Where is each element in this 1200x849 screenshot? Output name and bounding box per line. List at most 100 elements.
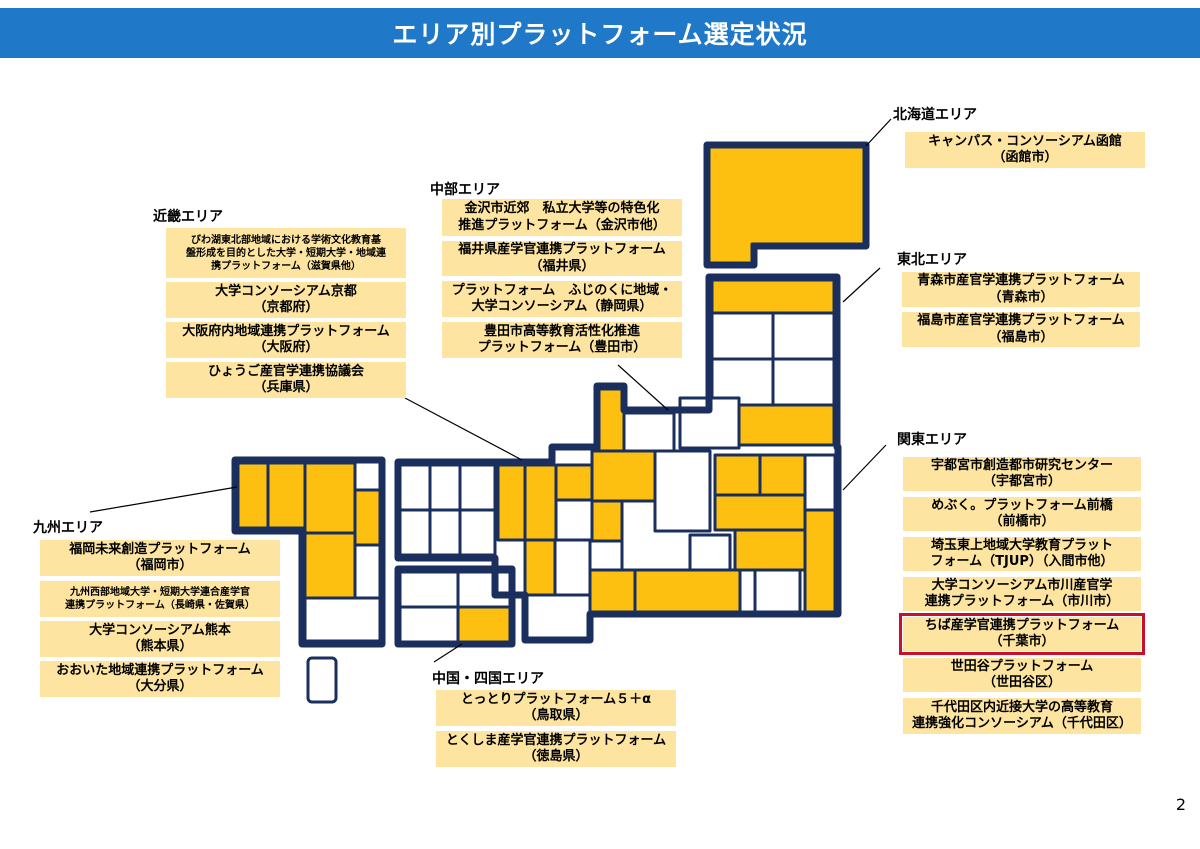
leader-kinki [404,397,523,461]
aichi-prefecture [588,568,637,616]
platform-area: 連携プラットフォーム（長崎県・佐賀県） [65,600,255,611]
platform-area: プラットフォーム（豊田市） [477,340,647,355]
platform-box: 大学コンソーシアム市川産官学 連携プラットフォーム（市川市） [903,577,1141,611]
yamaguchi-prefecture [428,508,462,557]
platform-box: 千代田区内近接大学の高等教育 連携強化コンソーシアム（千代田区） [903,698,1141,734]
platform-name: めぶく。プラットフォーム前橋 [931,497,1113,513]
platform-name: ちば産学官連携プラットフォーム [924,617,1120,633]
platform-area: （福島市） [988,329,1054,345]
leader-kyushu [89,486,238,513]
platform-area: （千葉市） [989,634,1055,649]
platform-name: 大学コンソーシアム熊本 [89,622,231,638]
kyoto-prefecture [523,463,558,542]
platform-name: 宇都宮市創造都市研究センター [930,457,1113,473]
gunma-prefecture [713,453,762,497]
fukushima-prefecture [737,403,836,447]
platform-box: とくしま産学官連携プラットフォーム （徳島県） [436,731,676,767]
platform-area: （徳島県） [523,749,589,764]
page-number: 2 [1175,795,1186,814]
ibaraki-prefecture [803,453,837,512]
hyogo-prefecture [496,463,527,542]
platform-area: （福井県） [529,258,595,274]
platform-area: （宇都宮市） [982,474,1061,489]
platform-box: びわ湖東北部地域における学術文化教育基 盤形成を目的とした大学・短期大学・地域連… [166,228,406,278]
shiga-prefecture [590,499,624,543]
platform-area: （世田谷区） [982,675,1061,690]
platform-box: 青森市産官学連携プラットフォーム （青森市） [902,272,1140,307]
platform-area: （大分県） [127,679,193,694]
miyazaki-prefecture [353,543,382,602]
okinawa-prefecture [306,656,338,704]
hokkaido-outline [703,141,870,269]
platform-box: キャンパス・コンソーシアム函館 （函館市） [905,132,1145,168]
platform-name: びわ湖東北部地域における学術文化教育基 [191,234,381,246]
tottori-prefecture [428,463,462,512]
platform-box: 福岡未来創造プラットフォーム （福岡市） [40,540,280,576]
platform-box: 宇都宮市創造都市研究センター （宇都宮市） [903,457,1141,491]
platform-name: とくしま産学官連携プラットフォーム [445,732,667,748]
platform-box: 金沢市近郊 私立大学等の特色化 推進プラットフォーム（金沢市他） [442,199,682,236]
nagasaki-prefecture [236,461,270,530]
platform-name: とっとりプラットフォーム５＋α [460,691,652,707]
platform-box: とっとりプラットフォーム５＋α （鳥取県） [436,690,676,726]
chiba-prefecture [803,508,837,616]
kanagawa-prefecture [753,568,802,616]
region-label-kinki: 近畿エリア [153,209,223,225]
miyagi-prefecture [771,357,836,407]
platform-box: 埼玉東上地域大学教育プラット フォーム（TJUP）（入間市他） [903,537,1141,571]
platform-name: 豊田市高等教育活性化推進 [483,323,640,339]
platform-name: 大学コンソーシアム京都 [215,283,357,299]
region-label-kyushu: 九州エリア [33,520,103,536]
shizuoka-prefecture [633,568,742,616]
platform-area: 連携強化コンソーシアム（千代田区） [912,716,1132,731]
platform-name: ひょうご産官学連携協議会 [207,363,364,379]
platform-area: （兵庫県） [253,380,319,395]
kagoshima-prefecture [303,596,382,643]
platform-name: キャンパス・コンソーシアム函館 [928,133,1122,149]
region-label-chugoku-shikoku: 中国・四国エリア [432,671,544,687]
region-label-hokkaido: 北海道エリア [893,107,977,123]
platform-area: 携プラットフォーム（滋賀県他） [211,260,361,272]
platform-name: 青森市産官学連携プラットフォーム [917,273,1125,289]
region-label-kanto: 関東エリア [897,432,967,448]
platform-area: （前橋市） [989,514,1055,529]
platform-name: 九州西部地域大学・短期大学連合産学官 [70,587,250,598]
page-title: エリア別プラットフォーム選定状況 [0,8,1200,58]
iwate-prefecture [771,311,836,361]
platform-box: 豊田市高等教育活性化推進 プラットフォーム（豊田市） [442,322,682,358]
hiroshima-prefecture [398,508,432,557]
platform-box: 九州西部地域大学・短期大学連合産学官 連携プラットフォーム（長崎県・佐賀県） [40,581,280,617]
platform-area: （大阪府） [253,340,319,355]
platform-area: （熊本県） [127,639,193,654]
platform-name: 福岡未来創造プラットフォーム [69,541,251,557]
platform-name: 盤形成を目的とした大学・短期大学・地域連 [186,247,386,259]
platform-box: 福島市産官学連携プラットフォーム （福島市） [902,312,1140,347]
platform-name: おおいた地域連携プラットフォーム [56,662,264,678]
platform-box: ひょうご産官学連携協議会 （兵庫県） [166,362,406,398]
mie-prefecture [588,539,624,572]
nara-prefecture [553,538,592,597]
platform-name: 福井県産学官連携プラットフォーム [458,242,666,258]
platform-box: 大阪府内地域連携プラットフォーム （大阪府） [166,322,406,358]
platform-box: めぶく。プラットフォーム前橋 （前橋市） [903,497,1141,531]
tokyo-prefecture [733,528,807,572]
platform-name: 世田谷プラットフォーム [950,658,1094,674]
kagawa-prefecture [398,570,460,609]
tokushima-prefecture [456,605,512,644]
akita-prefecture [710,311,775,361]
platform-box: プラットフォーム ふじのくに地域・ 大学コンソーシアム（静岡県） [442,281,682,317]
leader-tohoku [842,267,881,303]
saitama-prefecture [713,493,807,532]
gifu-prefecture [590,449,657,503]
platform-area: （函館市） [992,150,1058,165]
platform-name: 福島市産官学連携プラットフォーム [917,313,1125,329]
platform-box: 世田谷プラットフォーム （世田谷区） [903,658,1141,692]
leader-hokkaido [865,118,892,147]
platform-area: （鳥取県） [523,708,589,723]
platform-box: 大学コンソーシアム京都 （京都府） [166,282,406,318]
platform-name: 大学コンソーシアム市川産官学 [931,577,1113,593]
leader-chubu [617,364,669,411]
platform-name: 大阪府内地域連携プラットフォーム [182,323,390,339]
kumamoto-prefecture [303,531,357,600]
oita-prefecture [353,488,382,547]
